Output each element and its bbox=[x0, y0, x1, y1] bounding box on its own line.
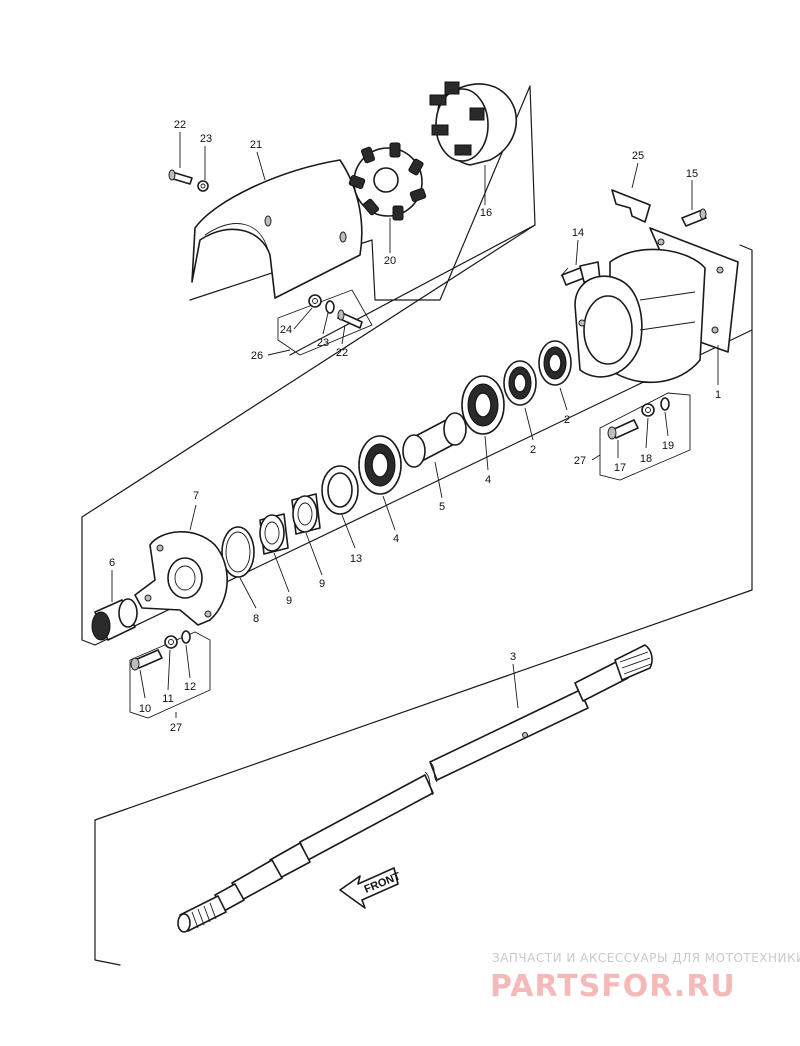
callout-10: 10 bbox=[139, 703, 151, 715]
callout-15: 15 bbox=[686, 168, 698, 180]
part-6-bushing bbox=[91, 598, 138, 641]
callout-2-outer: 2 bbox=[564, 414, 570, 426]
callout-1: 1 bbox=[715, 389, 721, 401]
callout-3: 3 bbox=[510, 651, 516, 663]
callout-23-set: 23 bbox=[317, 337, 329, 349]
part-8-o-ring bbox=[221, 526, 255, 578]
callout-17: 17 bbox=[614, 462, 626, 474]
frame-shaft bbox=[94, 329, 753, 966]
callout-26: 26 bbox=[251, 350, 263, 362]
part-25-clip bbox=[611, 189, 651, 223]
leader-lines bbox=[111, 132, 719, 718]
callout-4-upper: 4 bbox=[485, 474, 491, 486]
callout-25: 25 bbox=[632, 150, 644, 162]
callout-22-set: 22 bbox=[336, 347, 348, 359]
callout-20: 20 bbox=[384, 255, 396, 267]
watermark: ЗАПЧАСТИ И АКСЕССУАРЫ ДЛЯ МОТОТЕХНИКИ PA… bbox=[490, 951, 800, 1004]
part-9-ring-left bbox=[259, 513, 289, 555]
part-15-pin bbox=[681, 208, 707, 227]
part-20-damper bbox=[348, 142, 427, 221]
callout-9-right: 9 bbox=[319, 578, 325, 590]
callout-18: 18 bbox=[640, 453, 652, 465]
part-1-housing bbox=[574, 227, 739, 384]
callout-13: 13 bbox=[350, 553, 362, 565]
callout-6: 6 bbox=[109, 557, 115, 569]
bearing-4-upper bbox=[461, 375, 505, 435]
callout-19: 19 bbox=[662, 440, 674, 452]
bearing-2-inner bbox=[503, 360, 537, 406]
front-direction-arrow: FRONT bbox=[339, 867, 403, 909]
callout-27-left: 27 bbox=[170, 722, 182, 734]
callout-22: 22 bbox=[174, 119, 186, 131]
part-3-shaft bbox=[177, 644, 653, 933]
watermark-tagline: ЗАПЧАСТИ И АКСЕССУАРЫ ДЛЯ МОТОТЕХНИКИ bbox=[492, 951, 800, 965]
callout-27-right: 27 bbox=[574, 455, 586, 467]
part-13-seal bbox=[321, 465, 359, 515]
part-21-cover bbox=[191, 159, 363, 299]
callout-9-left: 9 bbox=[286, 595, 292, 607]
washer-23-top bbox=[197, 180, 209, 192]
part-16-coupling bbox=[429, 81, 517, 166]
callout-2-inner: 2 bbox=[530, 444, 536, 456]
callout-8: 8 bbox=[253, 613, 259, 625]
bearing-2-outer bbox=[538, 340, 572, 386]
callout-23: 23 bbox=[200, 133, 212, 145]
watermark-brand: PARTSFOR.RU bbox=[490, 969, 736, 1004]
bearing-4-lower bbox=[358, 435, 402, 495]
callout-12: 12 bbox=[184, 681, 196, 693]
callout-16: 16 bbox=[480, 207, 492, 219]
callout-5: 5 bbox=[439, 501, 445, 513]
callout-4-lower: 4 bbox=[393, 533, 399, 545]
callout-7: 7 bbox=[193, 490, 199, 502]
part-27-fastener-set-right bbox=[599, 392, 691, 481]
frame-middle bbox=[81, 224, 753, 646]
screw-22-top bbox=[168, 169, 193, 185]
callout-21: 21 bbox=[250, 139, 262, 151]
part-27-fastener-set-left bbox=[129, 630, 211, 719]
part-7-flange bbox=[134, 531, 228, 626]
callout-14: 14 bbox=[572, 227, 584, 239]
callouts: 22 23 21 20 16 24 23 22 26 25 15 14 1 2 … bbox=[109, 119, 721, 734]
part-9-ring-right bbox=[291, 493, 321, 535]
part-26-fastener-set bbox=[277, 289, 373, 356]
callout-11: 11 bbox=[162, 693, 173, 705]
part-5-sleeve bbox=[402, 412, 467, 468]
callout-24: 24 bbox=[280, 324, 292, 336]
